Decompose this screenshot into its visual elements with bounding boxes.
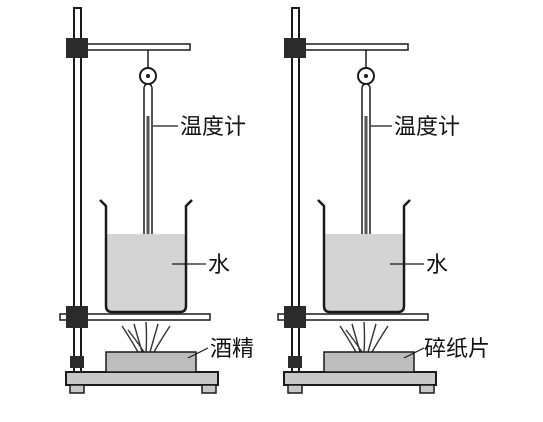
left-stand-base (65, 371, 219, 386)
right-thermometer-label: 温度计 (394, 115, 460, 140)
right-base-foot-left (287, 384, 303, 394)
left-ring-clamp (66, 306, 88, 328)
left-alcohol-block (105, 351, 197, 373)
left-apparatus: 温度计 水 酒精 (59, 7, 254, 394)
left-ring-arm (59, 313, 211, 321)
left-thermometer-label: 温度计 (180, 115, 246, 140)
left-thermometer-ring-hole (146, 74, 150, 78)
right-top-arm (299, 43, 409, 51)
left-water (106, 234, 186, 312)
right-top-clamp (284, 38, 306, 58)
left-base-foot-left (69, 384, 85, 394)
left-base-foot-right (201, 384, 217, 394)
right-paper-block (323, 351, 415, 373)
left-water-label: 水 (208, 253, 230, 278)
right-lower-clamp (288, 356, 302, 368)
left-top-arm (81, 43, 191, 51)
left-top-clamp (66, 38, 88, 58)
right-fuel-leader (403, 347, 425, 359)
left-thermometer-liquid (146, 116, 150, 278)
left-flame (121, 321, 171, 353)
right-fuel-label: 碎纸片 (424, 337, 490, 362)
left-beaker (99, 199, 193, 314)
right-apparatus: 温度计 水 碎纸片 (277, 7, 490, 394)
right-thermometer-liquid (364, 116, 368, 278)
right-ring-arm (277, 313, 429, 321)
right-stand-base (283, 371, 437, 386)
right-water-label: 水 (426, 253, 448, 278)
right-water (324, 234, 404, 312)
right-thermometer-ring-hole (364, 74, 368, 78)
right-ring-clamp (284, 306, 306, 328)
right-base-foot-right (419, 384, 435, 394)
right-beaker (317, 199, 411, 314)
left-stand-rod (73, 7, 82, 373)
right-flame (339, 321, 389, 353)
right-stand-rod (291, 7, 300, 373)
left-fuel-label: 酒精 (210, 337, 254, 362)
left-fuel-leader (187, 347, 209, 359)
left-lower-clamp (70, 356, 84, 368)
